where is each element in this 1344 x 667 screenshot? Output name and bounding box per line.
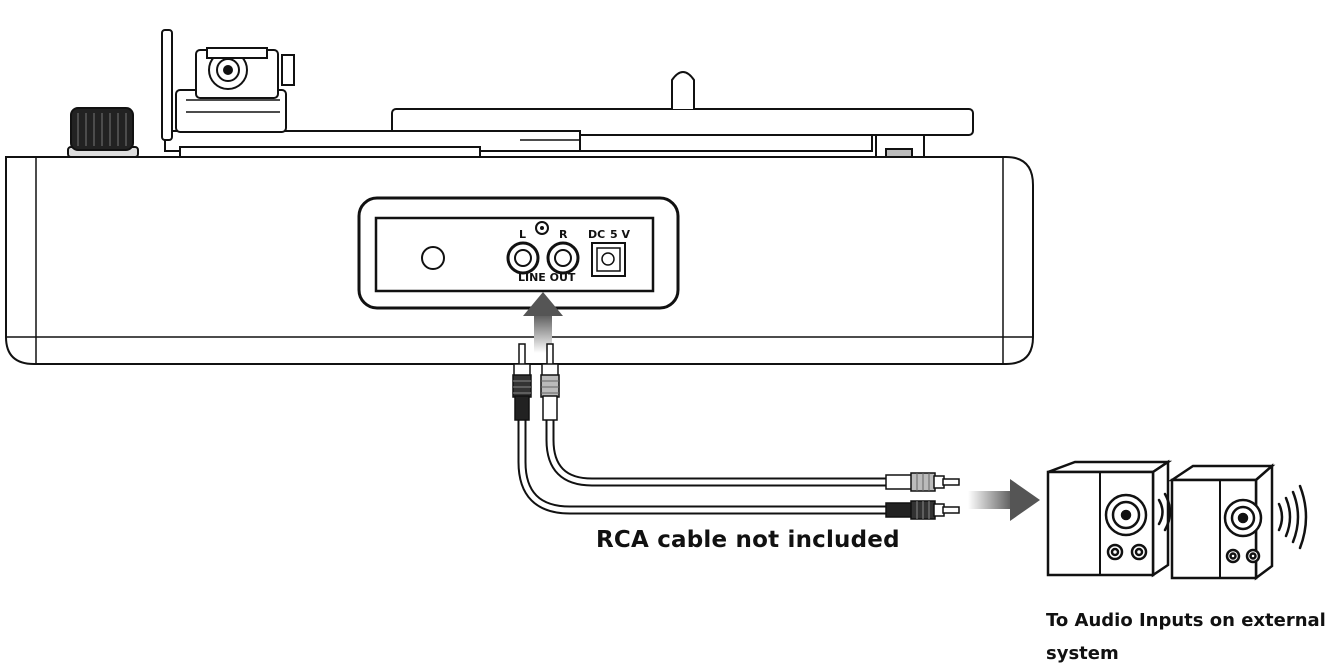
jack-right-label: R [559, 228, 568, 241]
destination-caption-line2: system [1046, 643, 1119, 664]
dc-voltage-label: 5 V [610, 228, 630, 241]
dc-power-jack[interactable] [591, 242, 626, 277]
cable-note-caption: RCA cable not included [596, 527, 900, 553]
line-out-label: LINE OUT [518, 271, 576, 284]
rear-panel: L R LINE OUT DC 5 V [357, 196, 680, 310]
rca-plug-icon [885, 472, 960, 520]
tonearm-icon [161, 29, 295, 141]
rca-plug-icon [512, 343, 560, 421]
destination-caption-line1: To Audio Inputs on external [1046, 610, 1326, 631]
arrow-right-icon [968, 479, 1040, 521]
speaker-icon [1167, 463, 1276, 581]
line-out-right-jack[interactable] [546, 241, 580, 275]
volume-knob-icon [67, 107, 139, 158]
ground-terminal[interactable] [421, 246, 445, 270]
speaker-icon [1046, 459, 1173, 578]
sound-wave-icon [1157, 492, 1172, 532]
destination-caption: To Audio Inputs on external system [1046, 604, 1336, 667]
sound-wave-icon [1277, 484, 1308, 550]
dc-label: DC [588, 228, 605, 241]
jack-left-label: L [519, 228, 526, 241]
line-out-left-jack[interactable] [506, 241, 540, 275]
arrow-up-icon [523, 292, 563, 353]
rca-cable [517, 420, 890, 515]
